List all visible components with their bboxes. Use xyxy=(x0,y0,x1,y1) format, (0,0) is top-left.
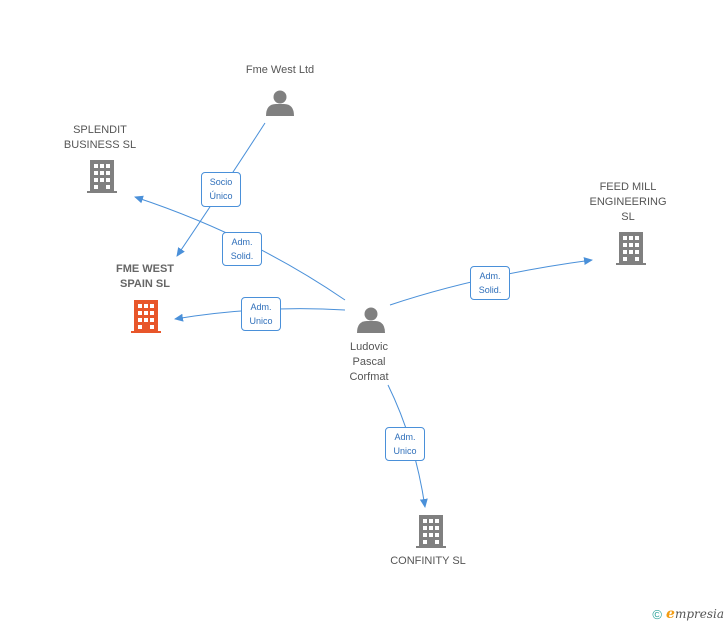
edge-label-line: Adm. xyxy=(479,271,501,281)
brand-initial: e xyxy=(666,606,675,622)
node-label-line: SPLENDIT xyxy=(73,124,127,136)
node-label-line: Ludovic xyxy=(350,341,388,353)
node-label-line: CONFINITY SL xyxy=(390,555,466,567)
node-label-line: SL xyxy=(621,211,635,223)
footer-copyright: © empresia xyxy=(652,606,724,622)
edge-label-line: Socio xyxy=(209,177,233,187)
node-fme-west-spain[interactable]: FME WEST SPAIN SL xyxy=(95,262,195,292)
edge-label-adm-unico-fme[interactable]: Adm. Unico xyxy=(241,297,281,331)
edge-label-line: Unico xyxy=(249,316,273,326)
node-splendit-business[interactable]: SPLENDIT BUSINESS SL xyxy=(50,123,150,153)
node-label-line: FEED MILL xyxy=(599,181,657,193)
node-label-line: Pascal xyxy=(352,356,386,368)
brand-logo[interactable]: empresia xyxy=(666,606,724,622)
building-icon xyxy=(416,515,446,548)
edge-label-line: Único xyxy=(209,191,233,201)
node-confinity[interactable]: CONFINITY SL xyxy=(378,554,478,569)
edge-label-socio-unico[interactable]: Socio Único xyxy=(201,172,241,207)
node-feed-mill-engineering[interactable]: FEED MILL ENGINEERING SL xyxy=(576,180,680,225)
node-ludovic-pascal-corfmat[interactable]: Ludovic Pascal Corfmat xyxy=(329,340,409,385)
edge-label-line: Solid. xyxy=(478,285,502,295)
node-label-line: Fme West Ltd xyxy=(245,64,315,76)
building-icon xyxy=(616,232,646,265)
node-fme-west-ltd[interactable]: Fme West Ltd xyxy=(228,63,332,78)
edge-label-line: Adm. xyxy=(231,237,253,247)
edge-label-line: Adm. xyxy=(250,302,272,312)
edge-label-line: Solid. xyxy=(230,251,254,261)
edge-label-adm-solid-splendit[interactable]: Adm. Solid. xyxy=(222,232,262,266)
person-icon xyxy=(266,90,294,116)
edge-label-adm-solid-feed[interactable]: Adm. Solid. xyxy=(470,266,510,300)
building-icon xyxy=(131,300,161,333)
node-label-line: Corfmat xyxy=(349,371,389,383)
node-label-line: ENGINEERING xyxy=(589,196,667,208)
edge-label-line: Adm. xyxy=(394,432,416,442)
node-label-line: BUSINESS SL xyxy=(63,139,137,151)
node-label-line: FME WEST xyxy=(115,263,175,275)
edge-label-adm-unico-confinity[interactable]: Adm. Unico xyxy=(385,427,425,461)
node-label-line: SPAIN SL xyxy=(120,278,170,290)
edge-label-line: Unico xyxy=(393,446,417,456)
person-icon xyxy=(357,307,385,333)
brand-name: mpresia xyxy=(674,607,724,621)
copyright-icon: © xyxy=(652,606,663,622)
building-icon xyxy=(87,160,117,193)
